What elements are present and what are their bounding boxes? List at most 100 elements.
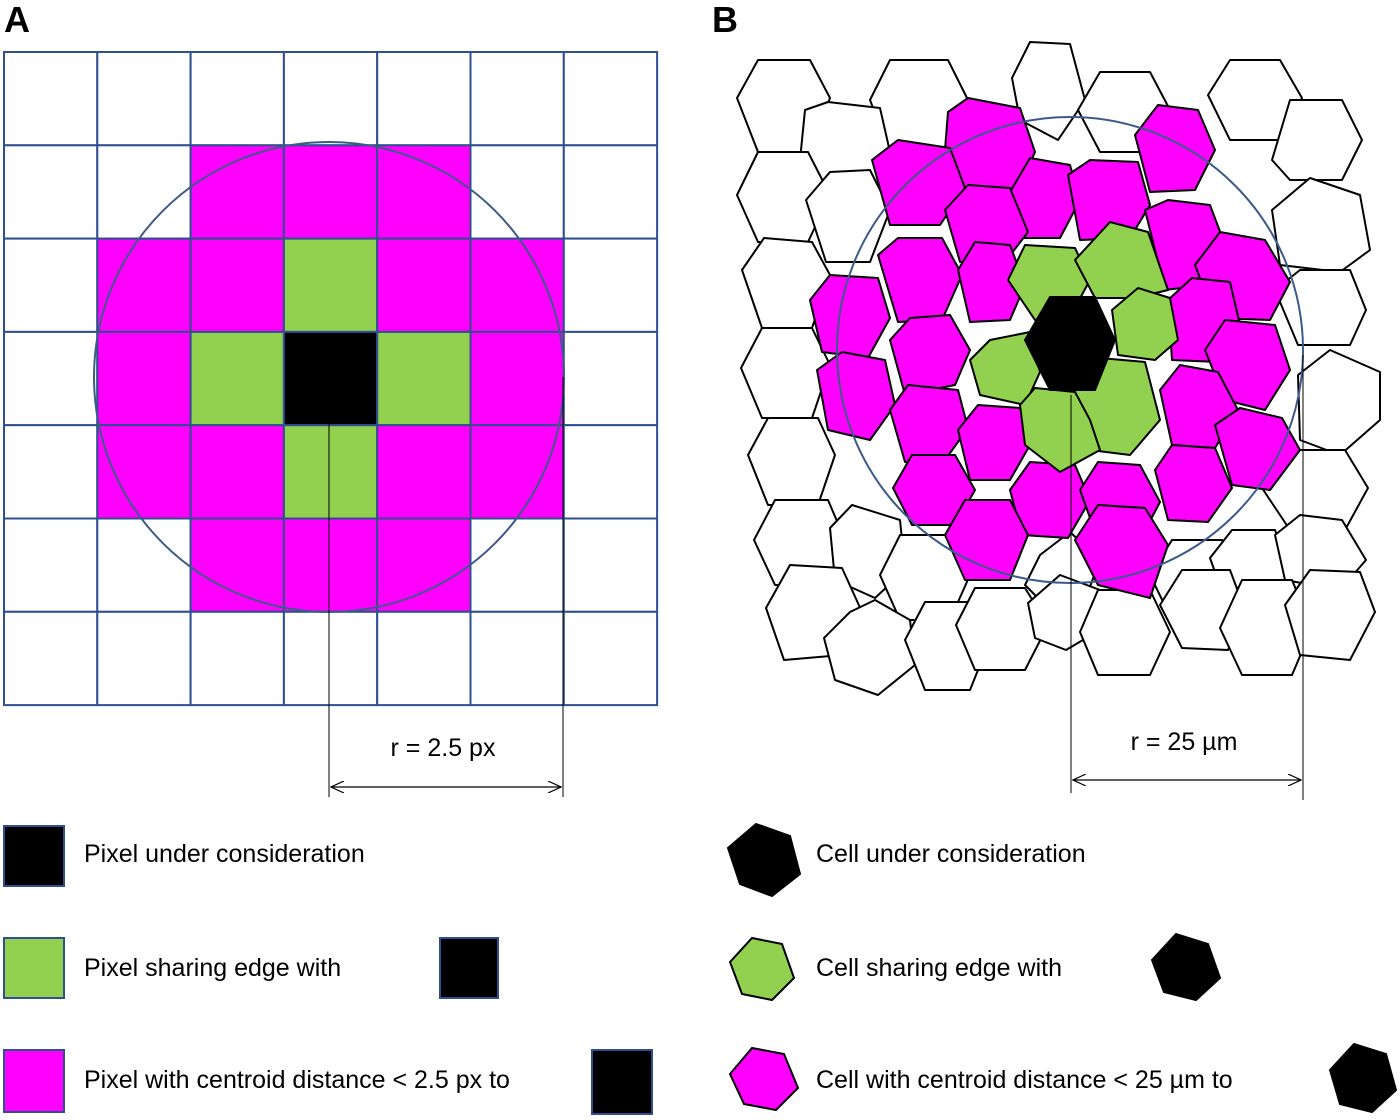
panel-a: A r = 2.5 px xyxy=(3,0,659,797)
cell-swatch-reference xyxy=(1150,932,1222,1002)
grid-pixel xyxy=(562,424,659,520)
cell xyxy=(1067,159,1151,241)
radius-label-b: r = 25 µm xyxy=(1131,728,1238,756)
radius-pixel xyxy=(189,237,285,333)
cell xyxy=(1271,177,1371,273)
pixel-swatch-reference xyxy=(439,937,499,999)
grid-pixel xyxy=(562,51,659,147)
legend-a: Pixel under consideration Pixel sharing … xyxy=(3,825,653,1115)
cell xyxy=(805,169,891,263)
legend-b-text: Cell sharing edge with xyxy=(816,954,1062,982)
legend-a-item-radius: Pixel with centroid distance < 2.5 px to xyxy=(3,1049,653,1115)
grid-pixel xyxy=(3,237,99,333)
grid-pixel xyxy=(562,237,659,333)
grid-pixel xyxy=(562,330,659,427)
legend-b-text: Cell under consideration xyxy=(816,840,1086,868)
edge-neighbor-cells xyxy=(969,221,1179,473)
radius-label-a: r = 2.5 px xyxy=(391,734,496,762)
grid-pixel xyxy=(469,610,565,707)
pixel-swatch-edge xyxy=(3,937,65,999)
cell xyxy=(889,314,971,396)
cell xyxy=(816,351,896,441)
edge-neighbor-pixel xyxy=(376,330,472,427)
radius-pixel xyxy=(189,517,285,613)
edge-neighbor-pixel xyxy=(282,424,379,520)
radius-pixel xyxy=(376,144,472,240)
cell xyxy=(1154,444,1233,523)
cell xyxy=(1297,349,1381,456)
cell xyxy=(1284,569,1376,661)
grid-pixel xyxy=(3,610,99,707)
cell xyxy=(892,454,976,526)
edge-neighbor-pixel xyxy=(189,330,285,427)
legend-a-item-edge: Pixel sharing edge with xyxy=(3,937,499,999)
legend-b: Cell under consideration Cell sharing ed… xyxy=(726,822,1398,1114)
radius-pixel xyxy=(469,330,565,427)
legend-a-item-center: Pixel under consideration xyxy=(3,825,365,887)
grid-pixel xyxy=(3,517,99,613)
cell xyxy=(957,404,1031,481)
cell xyxy=(889,384,969,463)
pixel-swatch-radius xyxy=(3,1049,65,1113)
edge-neighbor-pixel xyxy=(282,237,379,333)
grid-pixel xyxy=(376,51,472,147)
grid-pixel xyxy=(376,610,472,707)
legend-a-text: Pixel with centroid distance < 2.5 px to xyxy=(84,1066,510,1094)
panel-b: B xyxy=(712,0,1381,800)
cell-swatch-reference xyxy=(1328,1042,1398,1114)
center-pixel xyxy=(282,330,379,427)
cell xyxy=(1274,269,1367,346)
cell xyxy=(1079,589,1171,676)
grid-pixel xyxy=(282,610,379,707)
grid-pixel xyxy=(469,51,565,147)
grid-pixel xyxy=(3,424,99,520)
cell xyxy=(1207,59,1303,141)
cell-swatch-radius xyxy=(728,1046,800,1112)
legend-b-text: Cell with centroid distance < 25 µm to xyxy=(816,1066,1233,1094)
cell xyxy=(944,184,1029,263)
cell xyxy=(747,417,836,506)
grid-pixel xyxy=(96,610,192,707)
grid-pixel xyxy=(469,144,565,240)
pixel-grid xyxy=(3,51,659,707)
cell xyxy=(877,237,963,323)
legend-b-item-radius: Cell with centroid distance < 25 µm to xyxy=(728,1042,1398,1114)
grid-pixel xyxy=(96,517,192,613)
grid-pixel xyxy=(562,144,659,240)
radius-pixel xyxy=(189,144,285,240)
cell xyxy=(1214,407,1301,491)
radius-pixel xyxy=(282,517,379,613)
pixel-swatch-center xyxy=(3,825,65,887)
radius-pixel xyxy=(376,237,472,333)
cell xyxy=(944,499,1029,581)
cell xyxy=(1134,104,1216,193)
pixel-swatch-reference xyxy=(591,1049,653,1115)
grid-pixel xyxy=(3,144,99,240)
legend-a-text: Pixel under consideration xyxy=(84,840,365,868)
legend-a-text: Pixel sharing edge with xyxy=(84,954,341,982)
radius-pixel xyxy=(376,424,472,520)
grid-pixel xyxy=(3,51,99,147)
grid-pixel xyxy=(96,144,192,240)
radius-cells xyxy=(809,97,1301,599)
panel-a-label: A xyxy=(4,0,30,40)
cell xyxy=(1019,387,1101,473)
radius-pixel xyxy=(469,237,565,333)
cell xyxy=(1271,99,1363,181)
center-cell xyxy=(1023,296,1117,391)
panel-b-label: B xyxy=(712,0,738,40)
grid-pixel xyxy=(469,517,565,613)
radius-circle-b xyxy=(836,116,1304,584)
radius-pixel xyxy=(189,424,285,520)
radius-pixel xyxy=(376,517,472,613)
grid-pixel xyxy=(282,51,379,147)
grid-pixel xyxy=(189,610,285,707)
cell-swatch-edge xyxy=(728,936,796,1002)
legend-b-item-center: Cell under consideration xyxy=(726,822,1086,898)
legend-b-item-edge: Cell sharing edge with xyxy=(728,932,1222,1002)
grid-pixel xyxy=(562,517,659,613)
cell xyxy=(1111,287,1179,361)
cell xyxy=(1074,504,1169,599)
cell-swatch-center xyxy=(726,822,802,898)
